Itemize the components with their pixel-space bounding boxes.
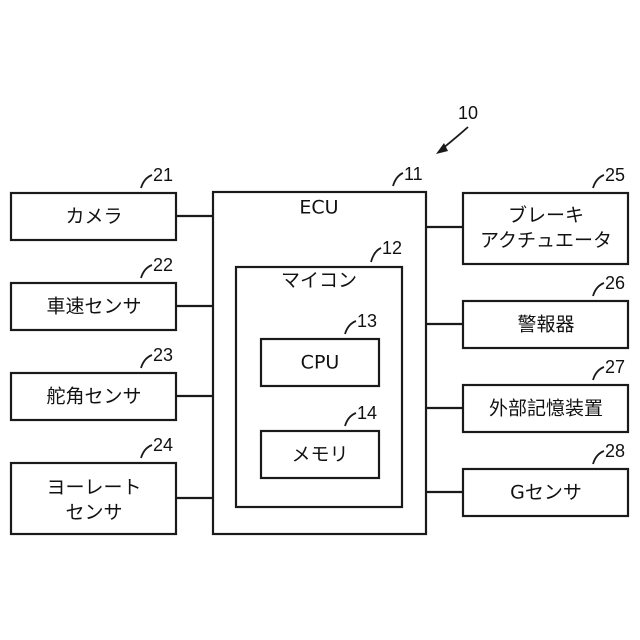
output-external-storage-ref: 27 [605, 357, 625, 377]
memory-ref: 14 [357, 403, 377, 423]
ecu-ref: 11 [404, 164, 423, 184]
output-alarm-ref-leader [593, 283, 604, 296]
output-g-sensor-label: Gセンサ [510, 482, 582, 504]
output-g-sensor-ref: 28 [605, 441, 625, 461]
input-vehicle-speed-sensor-ref-leader [141, 265, 152, 278]
output-brake-actuator-label-line1: ブレーキ [508, 204, 584, 227]
system-ref: 10 [436, 103, 478, 154]
output-brake-actuator-label-line2: アクチュエータ [480, 230, 612, 252]
output-brake-actuator: ブレーキ アクチュエータ 25 [426, 165, 628, 264]
input-vehicle-speed-sensor: 車速センサ 22 [11, 255, 213, 330]
output-external-storage-label: 外部記憶装置 [489, 398, 603, 420]
input-steering-angle-sensor: 舵角センサ 23 [11, 345, 213, 420]
system-ref-arrow-line [442, 127, 468, 149]
output-alarm-ref: 26 [605, 273, 625, 293]
output-alarm-label: 警報器 [517, 314, 574, 336]
input-steering-angle-sensor-label: 舵角センサ [46, 386, 141, 408]
output-external-storage: 外部記憶装置 27 [426, 357, 628, 432]
input-steering-angle-sensor-ref: 23 [153, 345, 173, 365]
ecu-ref-leader [393, 173, 403, 186]
input-yaw-rate-sensor: ヨーレート センサ 24 [11, 435, 213, 534]
microcomputer-ref: 12 [382, 238, 402, 258]
output-g-sensor-ref-leader [593, 451, 604, 464]
output-brake-actuator-ref: 25 [605, 165, 625, 185]
input-yaw-rate-sensor-ref-leader [141, 445, 152, 458]
ecu-label: ECU [299, 197, 338, 219]
input-steering-angle-sensor-ref-leader [141, 355, 152, 368]
memory-label: メモリ [291, 444, 348, 466]
input-camera-label: カメラ [65, 206, 122, 228]
cpu-ref: 13 [357, 311, 377, 331]
system-ref-number: 10 [458, 103, 478, 123]
input-yaw-rate-sensor-ref: 24 [153, 435, 173, 455]
output-external-storage-ref-leader [593, 367, 604, 380]
input-camera-ref-leader [141, 175, 152, 188]
input-camera: カメラ 21 [11, 165, 213, 240]
input-vehicle-speed-sensor-ref: 22 [153, 255, 173, 275]
microcomputer-label: マイコン [281, 270, 357, 292]
input-vehicle-speed-sensor-label: 車速センサ [46, 296, 141, 318]
input-yaw-rate-sensor-label-line2: センサ [65, 502, 122, 524]
output-g-sensor: Gセンサ 28 [426, 441, 628, 516]
input-camera-ref: 21 [153, 165, 173, 185]
output-alarm: 警報器 26 [426, 273, 628, 348]
input-yaw-rate-sensor-label-line1: ヨーレート [46, 477, 141, 499]
cpu-label: CPU [301, 352, 340, 374]
output-brake-actuator-ref-leader [593, 175, 604, 188]
